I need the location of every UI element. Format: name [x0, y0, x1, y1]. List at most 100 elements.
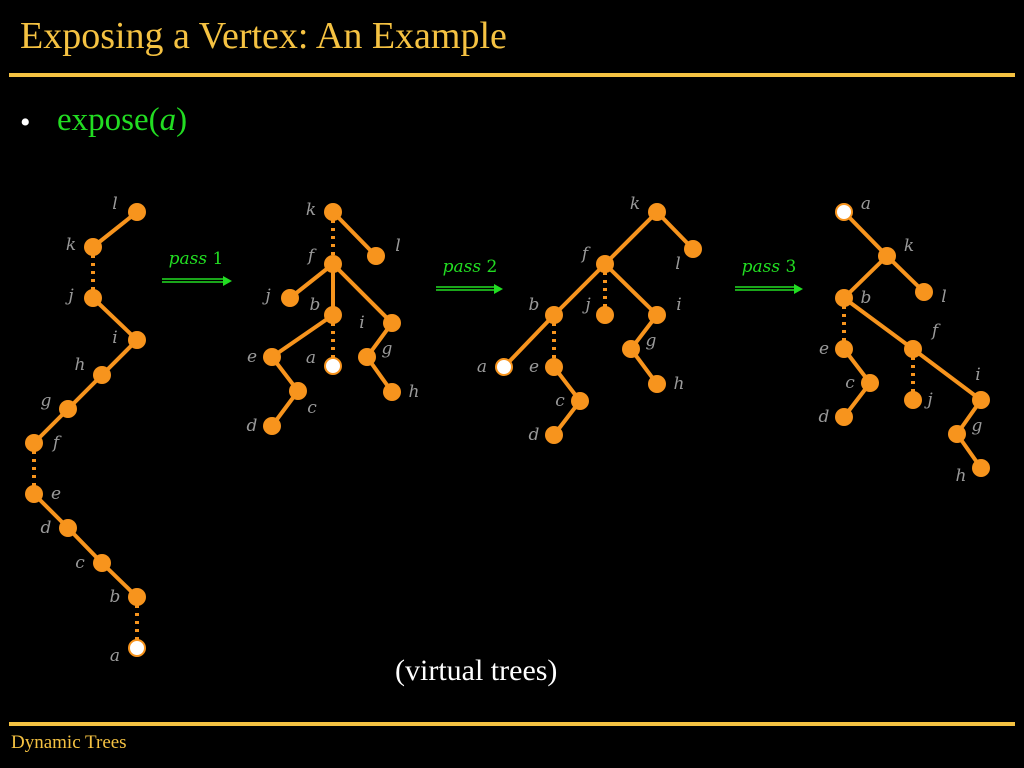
tree1-label-g: g [41, 391, 52, 411]
tree2-edge-f-j [288, 262, 335, 300]
tree4-node-f [904, 340, 922, 358]
tree3-node-b [545, 306, 563, 324]
tree2-label-d: d [247, 416, 258, 436]
tree2-node-e [263, 348, 281, 366]
tree4-label-b: b [861, 288, 872, 308]
tree3-label-b: b [529, 295, 540, 315]
tree1-label-c: c [75, 553, 85, 573]
tree4-label-e: e [819, 339, 829, 359]
tree3-node-c [571, 392, 589, 410]
tree1-node-a [128, 639, 146, 657]
tree1-label-e: e [51, 484, 61, 504]
tree1-label-j: j [64, 286, 74, 306]
tree2-label-c: c [307, 398, 317, 418]
tree1-label-b: b [110, 587, 121, 607]
tree1-node-f [25, 434, 43, 452]
tree2-node-b [324, 306, 342, 324]
tree2-edge-f-i [331, 262, 394, 325]
bullet-close: ) [176, 102, 188, 138]
tree4-node-h [972, 459, 990, 477]
tree3-node-a [495, 358, 513, 376]
tree4-label-d: d [819, 407, 830, 427]
tree3-label-e: e [529, 357, 539, 377]
tree1-node-b [128, 588, 146, 606]
pass-label-3: pass 3 [742, 257, 797, 277]
pass-label-2: pass 2 [443, 257, 498, 277]
tree2-label-a: a [306, 348, 316, 368]
title-underline [9, 73, 1015, 77]
tree4-edge-a-k [842, 210, 889, 258]
tree1-edge-l-k [91, 210, 139, 249]
tree3-label-k: k [630, 194, 640, 214]
tree2-label-l: l [395, 236, 400, 256]
tree4-node-d [835, 408, 853, 426]
tree1-node-h [93, 366, 111, 384]
tree1-edge-j-i [91, 296, 139, 342]
tree3-edge-f-b [552, 262, 607, 317]
nodes-layer [25, 203, 990, 657]
bullet-expose: expose(a) [57, 102, 187, 139]
tree1-node-g [59, 400, 77, 418]
tree3-node-k [648, 203, 666, 221]
tree1-label-l: l [112, 194, 117, 214]
tree4-label-l: l [941, 287, 946, 307]
tree4-label-h: h [956, 466, 967, 486]
tree2-node-l [367, 247, 385, 265]
tree4-label-j: j [923, 390, 933, 410]
bullet-marker: • [20, 106, 31, 139]
tree1-node-c [93, 554, 111, 572]
tree1-label-h: h [75, 355, 86, 375]
tree3-edge-k-f [603, 210, 659, 266]
tree4-node-b [835, 289, 853, 307]
tree2-node-d [263, 417, 281, 435]
tree2-edge-k-l [331, 210, 378, 258]
tree2-node-i [383, 314, 401, 332]
edges-layer [32, 210, 983, 648]
bullet-arg: a [159, 102, 177, 138]
tree1-node-d [59, 519, 77, 537]
tree3-node-l [684, 240, 702, 258]
tree4-node-i [972, 391, 990, 409]
tree3-node-e [545, 358, 563, 376]
slide-title: Exposing a Vertex: An Example [20, 15, 507, 57]
tree1-node-j [84, 289, 102, 307]
tree1-node-e [25, 485, 43, 503]
tree4-edge-f-i [911, 347, 983, 402]
tree2-label-b: b [310, 295, 321, 315]
tree3-label-g: g [646, 331, 657, 351]
tree2-label-g: g [382, 339, 393, 359]
tree3-node-j [596, 306, 614, 324]
tree2-label-h: h [409, 382, 420, 402]
tree2-node-j [281, 289, 299, 307]
tree2-label-k: k [306, 200, 316, 220]
tree2-node-a [324, 357, 342, 375]
diagram-caption: (virtual trees) [395, 654, 558, 687]
tree3-label-c: c [555, 391, 565, 411]
footer-rule [9, 722, 1015, 726]
tree3-node-h [648, 375, 666, 393]
bullet-func: expose( [57, 102, 160, 138]
tree3-label-f: f [580, 244, 591, 264]
tree3-label-a: a [477, 357, 487, 377]
tree2-node-c [289, 382, 307, 400]
tree4-node-l [915, 283, 933, 301]
tree1-label-a: a [110, 646, 120, 666]
tree4-label-k: k [904, 236, 914, 256]
tree4-label-c: c [845, 373, 855, 393]
tree4-label-g: g [972, 416, 983, 436]
tree3-edge-f-i [603, 262, 659, 317]
tree3-node-g [622, 340, 640, 358]
tree1-node-l [128, 203, 146, 221]
tree1-label-f: f [51, 433, 62, 453]
tree3-label-i: i [676, 295, 681, 315]
tree3-node-f [596, 255, 614, 273]
tree4-node-c [861, 374, 879, 392]
tree2-node-g [358, 348, 376, 366]
tree2-label-f: f [306, 246, 317, 266]
tree4-edge-k-b [842, 254, 889, 300]
tree1-label-i: i [112, 328, 117, 348]
tree4-node-g [948, 425, 966, 443]
